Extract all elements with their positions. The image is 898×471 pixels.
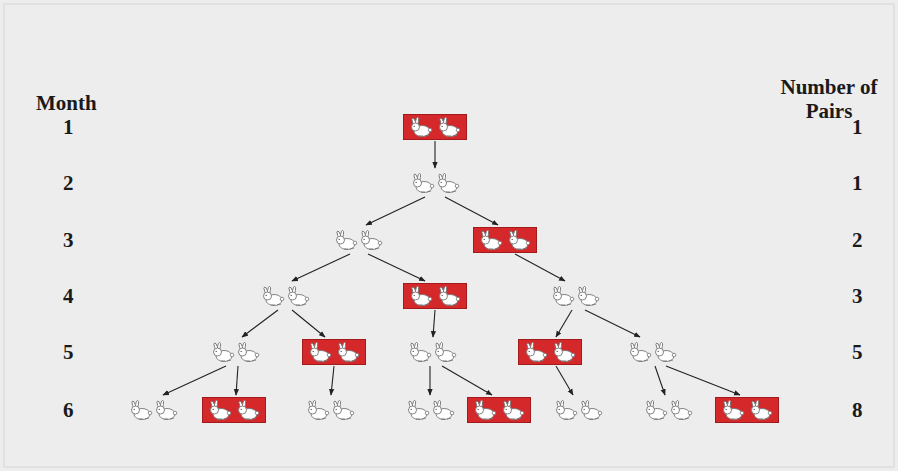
arrow [366,197,425,225]
arrow [292,254,350,281]
pair-count: 3 [852,284,863,308]
rabbit-pair [646,400,692,419]
arrow [331,366,334,395]
rabbit-pair [131,400,177,419]
month-number: 3 [63,228,74,252]
rabbit-pair [336,230,382,249]
arrow [434,141,435,168]
pair-count: 8 [852,398,863,422]
month-number: 6 [63,398,74,422]
pair-count: 1 [852,115,863,139]
month-number: 5 [63,340,74,364]
adult-rabbit-pair [716,398,779,423]
adult-rabbit-pair [474,228,537,253]
rabbit-pair [413,173,459,192]
frame [4,4,894,467]
rabbit-pair [308,400,354,419]
adult-rabbit-pair [468,398,531,423]
adult-rabbit-pair [519,340,582,365]
month-number: 1 [63,115,74,139]
arrow [433,310,435,337]
rabbit-pair [556,400,602,419]
rabbit-pair [553,286,599,305]
arrow [292,310,325,337]
pair-count: 1 [852,171,863,195]
pair-count: 5 [852,340,863,364]
rabbit-pair [410,342,456,361]
arrow [655,366,665,395]
arrow [515,254,565,281]
adult-rabbit-pair [303,340,366,365]
arrow [242,310,278,337]
arrow [429,366,430,395]
arrow [585,310,640,337]
arrow [368,254,425,281]
arrows [163,141,740,395]
arrow [236,366,238,395]
month-number: 2 [63,171,74,195]
rabbit-pair [263,286,309,305]
rabbit-pair [408,400,454,419]
arrow [556,366,573,395]
arrow [163,366,226,395]
arrow [445,197,498,225]
month-number: 4 [63,284,74,308]
arrow [666,366,740,395]
arrow [442,366,492,395]
pair-count: 2 [852,228,863,252]
column-heading: Month [36,91,97,115]
rabbit-pair [213,342,259,361]
adult-rabbit-pair [404,115,467,140]
column-heading: Number of Pairs [764,75,894,123]
adult-rabbit-pair [203,398,266,423]
arrow [556,310,572,337]
rabbit-pair [630,342,676,361]
adult-rabbit-pair [404,284,467,309]
